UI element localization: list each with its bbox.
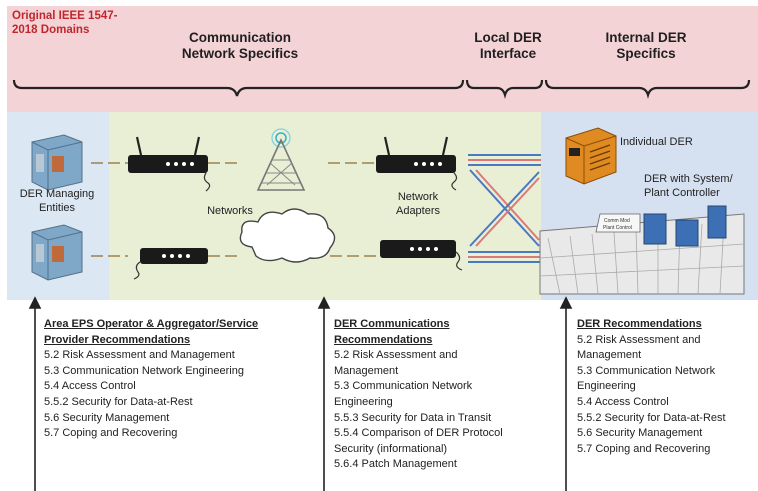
arrow-right xyxy=(559,296,573,491)
section-title: Area EPS Operator & Aggregator/Service P… xyxy=(44,318,259,346)
section-item: 5.2 Risk Assessment and Management xyxy=(577,333,701,362)
section-der-recommendations: DER Recommendations 5.2 Risk Assessment … xyxy=(577,317,753,457)
plant-controller-icon xyxy=(539,205,745,295)
comm-network-header: Communication Network Specifics xyxy=(181,30,299,61)
section-item: 5.4 Access Control xyxy=(577,395,669,408)
network-zone xyxy=(109,112,541,300)
section-item: 5.5.3 Security for Data in Transit xyxy=(334,411,492,424)
individual-der-label: Individual DER xyxy=(620,136,693,148)
brace-internal xyxy=(544,79,751,99)
cell-tower-icon xyxy=(256,128,306,191)
managing-entities-label: DER Managing Entities xyxy=(19,188,95,214)
section-operator-recommendations: Area EPS Operator & Aggregator/Service P… xyxy=(44,317,304,442)
brace-communication xyxy=(12,79,465,97)
section-item: 5.6 Security Management xyxy=(577,427,703,440)
section-item: 5.2 Risk Assessment and Management xyxy=(334,349,458,377)
section-item: 5.3 Communication Network Engineering xyxy=(334,380,473,408)
section-item: 5.4 Access Control xyxy=(44,380,136,393)
section-communications-recommendations: DER Communications Recommendations 5.2 R… xyxy=(334,317,524,473)
arrow-middle xyxy=(317,296,331,491)
router-icon-top-left xyxy=(128,136,211,192)
brace-local-interface xyxy=(465,79,544,99)
adapter-icon-top xyxy=(376,136,458,191)
section-item: 5.5.4 Comparison of DER Protocol Securit… xyxy=(334,427,503,455)
arrow-left xyxy=(28,296,42,491)
router-icon-bottom-left xyxy=(133,248,208,280)
managing-entity-building-top xyxy=(31,134,83,191)
section-item: 5.3 Communication Network Engineering xyxy=(577,364,716,393)
cloud-icon xyxy=(239,208,336,263)
section-item: 5.6.4 Patch Management xyxy=(334,458,457,471)
section-item: 5.6 Security Management xyxy=(44,411,170,424)
section-item: 5.5.2 Security for Data-at-Rest xyxy=(577,411,726,424)
section-item: 5.7 Coping and Recovering xyxy=(577,442,711,455)
domains-label: Original IEEE 1547-2018 Domains xyxy=(12,10,118,36)
local-der-header: Local DER Interface xyxy=(474,30,542,61)
section-item: 5.3 Communication Network Engineering xyxy=(44,364,244,377)
der-with-controller-label: DER with System/ Plant Controller xyxy=(644,173,733,199)
adapter-icon-bottom xyxy=(380,240,463,271)
domains-banner xyxy=(7,6,758,112)
internal-der-header: Internal DER Specifics xyxy=(605,30,687,61)
networks-label: Networks xyxy=(207,205,253,217)
section-item: 5.2 Risk Assessment and Management xyxy=(44,349,235,362)
section-title: DER Communications Recommendations xyxy=(334,318,450,346)
section-title: DER Recommendations xyxy=(577,318,702,330)
managing-entity-building-bottom xyxy=(31,224,83,281)
network-adapters-label: Network Adapters xyxy=(395,191,441,217)
section-item: 5.7 Coping and Recovering xyxy=(44,427,178,440)
connection-lines xyxy=(91,162,380,257)
cabinet-text-plant: Plant Control xyxy=(603,225,632,231)
section-item: 5.5.2 Security for Data-at-Rest xyxy=(44,395,193,408)
generator-icon xyxy=(565,127,617,185)
link-bundle xyxy=(468,154,541,263)
cabinet-text-comm: Comm Mod xyxy=(604,218,630,224)
